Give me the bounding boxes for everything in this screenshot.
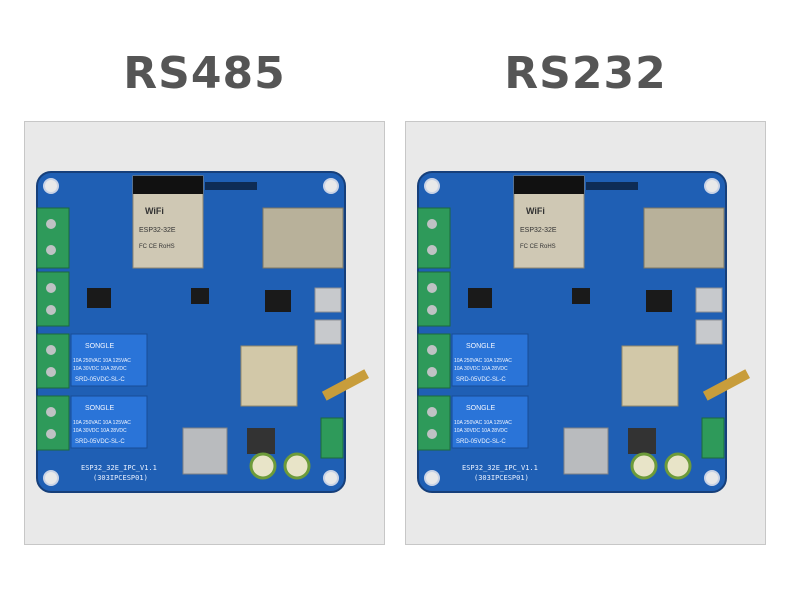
relay-brand-1: SONGLE: [466, 343, 496, 350]
relay-rating-2b: 10A 30VDC 10A 28VDC: [73, 428, 127, 434]
relay-model-1: SRD-05VDC-SL-C: [75, 377, 125, 383]
relay-brand-2: SONGLE: [466, 405, 496, 412]
relay-rating-1b: 10A 30VDC 10A 28VDC: [454, 366, 508, 372]
module-cert: FC CE RoHS: [520, 244, 556, 250]
relay-rating-1a: 10A 250VAC 10A 125VAC: [454, 358, 512, 364]
board-code-label: (303IPCESP01): [93, 474, 148, 482]
relay-model-1: SRD-05VDC-SL-C: [456, 377, 506, 383]
board-model-label: ESP32_32E_IPC_V1.1: [462, 464, 538, 472]
heading-rs232: RS232: [504, 48, 667, 99]
relay-rating-2a: 10A 250VAC 10A 125VAC: [454, 420, 512, 426]
relay-rating-1a: 10A 250VAC 10A 125VAC: [73, 358, 131, 364]
module-cert: FC CE RoHS: [139, 244, 175, 250]
relay-rating-1b: 10A 30VDC 10A 28VDC: [73, 366, 127, 372]
product-photo-rs485: WiFi ESP32-32E FC CE RoHS SONGLE 10A 250…: [24, 121, 385, 545]
module-text: ESP32-32E: [520, 227, 557, 234]
pcb-board-rs485: WiFi ESP32-32E FC CE RoHS SONGLE 10A 250…: [36, 171, 370, 493]
board-model-label: ESP32_32E_IPC_V1.1: [81, 464, 157, 472]
relay-model-2: SRD-05VDC-SL-C: [456, 439, 506, 445]
module-text: ESP32-32E: [139, 227, 176, 234]
relay-model-2: SRD-05VDC-SL-C: [75, 439, 125, 445]
relay-brand-1: SONGLE: [85, 343, 115, 350]
relay-rating-2b: 10A 30VDC 10A 28VDC: [454, 428, 508, 434]
product-photo-rs232: WiFi ESP32-32E FC CE RoHS SONGLE 10A 250…: [405, 121, 766, 545]
board-code-label: (303IPCESP01): [474, 474, 529, 482]
relay-brand-2: SONGLE: [85, 405, 115, 412]
module-badge: WiFi: [145, 206, 164, 216]
heading-rs485: RS485: [123, 48, 286, 99]
pcb-board-rs232: WiFi ESP32-32E FC CE RoHS SONGLE 10A 250…: [417, 171, 751, 493]
relay-rating-2a: 10A 250VAC 10A 125VAC: [73, 420, 131, 426]
module-badge: WiFi: [526, 206, 545, 216]
